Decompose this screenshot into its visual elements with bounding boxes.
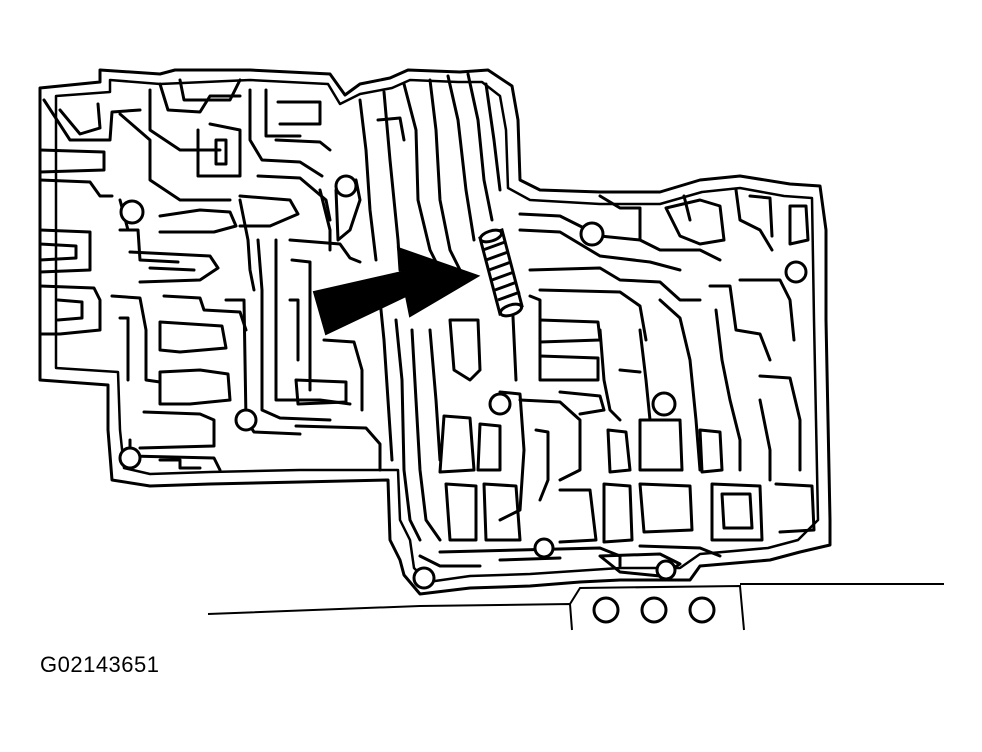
separator-plate-edge — [207, 583, 944, 631]
left-channels — [38, 78, 382, 472]
bolt-hole — [655, 559, 677, 581]
bolt-hole — [688, 596, 716, 624]
bolt-hole — [592, 596, 620, 624]
bolt-hole — [640, 596, 668, 624]
bolt-hole — [784, 260, 808, 284]
spring-icon — [478, 228, 524, 318]
bolt-holes — [118, 174, 808, 624]
middle-channels — [318, 72, 622, 568]
figure-id-label: G02143651 — [40, 652, 160, 677]
bolt-hole — [533, 537, 555, 559]
pointer-arrow-icon — [312, 246, 481, 336]
bolt-hole — [651, 391, 677, 417]
bolt-hole — [579, 221, 605, 247]
bolt-hole — [334, 174, 358, 198]
bolt-hole — [119, 199, 145, 225]
valve-body-inner-outline — [54, 78, 820, 584]
bolt-hole — [488, 392, 512, 416]
right-channels — [518, 188, 816, 578]
valve-body-outline — [38, 68, 832, 596]
bolt-hole — [234, 408, 258, 432]
bolt-hole — [412, 566, 436, 590]
bolt-hole — [118, 446, 142, 470]
